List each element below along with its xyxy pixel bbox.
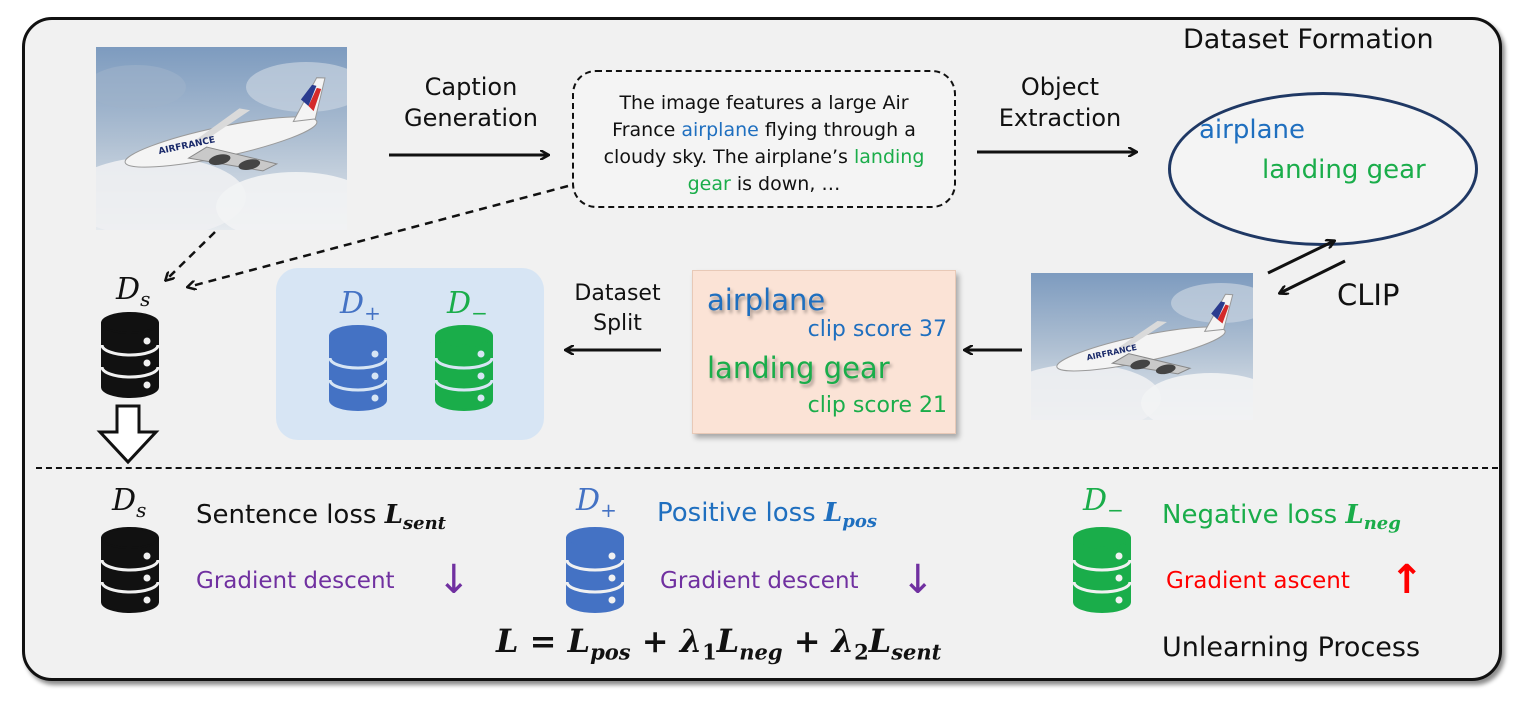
dataset-split-label: Dataset Split xyxy=(560,279,675,339)
formula-lambda2-sub: 2 xyxy=(854,639,869,665)
caption-part2: flying through a cloudy sky. The airplan… xyxy=(603,119,916,168)
formula-plus1: + λ xyxy=(630,622,703,660)
formula-sent-sub: sent xyxy=(891,639,942,665)
sentence-gradient-arrow: ↓ xyxy=(437,557,471,603)
positive-loss-text: Positive loss xyxy=(657,498,824,528)
negative-loss-sub: neg xyxy=(1363,513,1401,535)
dminus-label-top: D− xyxy=(447,286,488,325)
airplane-photo-bottom: AIRFRANCE xyxy=(1031,273,1253,420)
formula-neg-sub: neg xyxy=(739,639,783,665)
ds-label-bottom: Ds xyxy=(112,483,146,522)
caption-generation-line1: Caption xyxy=(424,73,518,101)
caption-generation-label: Caption Generation xyxy=(396,72,546,134)
ds-label-top: Ds xyxy=(116,272,150,311)
dminus-label-bottom-base: D xyxy=(1083,483,1108,518)
dminus-label-top-base: D xyxy=(447,286,472,321)
formula-pos-sub: pos xyxy=(590,639,631,665)
caption-object-landing-gear: landing gear xyxy=(687,146,925,195)
formula-lhs: L = L xyxy=(496,622,591,660)
positive-loss-label: Positive loss Lpos xyxy=(657,498,877,532)
dplus-label-bottom-sub: + xyxy=(600,498,617,522)
section-divider xyxy=(36,467,1498,469)
negative-gradient-arrow: ↑ xyxy=(1390,557,1424,603)
sentence-loss-sub: sent xyxy=(402,513,446,535)
positive-loss-symbol: L xyxy=(823,498,843,528)
positive-loss-sub: pos xyxy=(842,511,877,533)
caption-object-airplane: airplane xyxy=(681,119,759,141)
unlearning-process-title: Unlearning Process xyxy=(1162,632,1421,663)
dataset-split-line1: Dataset xyxy=(574,281,661,306)
object-extraction-label: Object Extraction xyxy=(980,72,1140,134)
object-airplane: airplane xyxy=(1199,115,1305,145)
dplus-label-bottom: D+ xyxy=(576,483,617,522)
negative-loss-label: Negative loss Lneg xyxy=(1162,500,1401,534)
dminus-label-top-sub: − xyxy=(471,301,488,325)
score-value-landing-gear: clip score 21 xyxy=(807,393,947,418)
clip-label: CLIP xyxy=(1337,278,1400,312)
positive-gradient-label: Gradient descent xyxy=(660,568,859,594)
dataset-split-line2: Split xyxy=(593,311,642,336)
score-object-airplane: airplane xyxy=(707,283,826,317)
sentence-loss-symbol: L xyxy=(384,500,403,530)
airplane-photo-top: AIRFRANCE xyxy=(96,47,347,230)
formula-lambda1-sub: 1 xyxy=(702,639,717,665)
ds-label-bottom-sub: s xyxy=(136,498,147,522)
dataset-split-panel xyxy=(276,268,544,440)
ds-label-bottom-base: D xyxy=(112,483,137,518)
caption-box: The image features a large Air France ai… xyxy=(572,70,956,208)
negative-loss-symbol: L xyxy=(1345,500,1364,530)
dminus-label-bottom: D− xyxy=(1083,483,1124,522)
formula-lsent: L xyxy=(868,622,892,660)
dplus-label-bottom-base: D xyxy=(576,483,601,518)
dataset-formation-title: Dataset Formation xyxy=(1183,24,1434,55)
sentence-loss-text: Sentence loss xyxy=(196,500,385,530)
ds-label-top-sub: s xyxy=(140,287,151,311)
dplus-label-top-sub: + xyxy=(364,301,381,325)
negative-loss-text: Negative loss xyxy=(1162,500,1346,530)
dplus-label-top-base: D xyxy=(340,286,365,321)
negative-gradient-label: Gradient ascent xyxy=(1166,568,1350,594)
positive-gradient-arrow: ↓ xyxy=(901,557,935,603)
object-extraction-line1: Object xyxy=(1020,73,1100,101)
caption-text: The image features a large Air France ai… xyxy=(574,90,954,198)
formula-plus2: + λ xyxy=(782,622,855,660)
dminus-label-bottom-sub: − xyxy=(1107,498,1124,522)
total-loss-formula: L = Lpos + λ1Lneg + λ2Lsent xyxy=(496,622,941,664)
object-landing-gear: landing gear xyxy=(1262,155,1426,185)
sentence-loss-label: Sentence loss Lsent xyxy=(196,500,446,534)
caption-part1: The image features a large Air France xyxy=(612,92,909,141)
caption-part3: is down, … xyxy=(730,173,841,195)
dplus-label-top: D+ xyxy=(340,286,381,325)
object-extraction-line2: Extraction xyxy=(998,104,1122,132)
score-object-landing-gear: landing gear xyxy=(707,351,890,385)
sentence-gradient-label: Gradient descent xyxy=(196,568,395,594)
formula-lneg: L xyxy=(716,622,740,660)
score-value-airplane: clip score 37 xyxy=(807,317,947,342)
caption-generation-line2: Generation xyxy=(404,104,538,132)
clip-score-panel: airplane clip score 37 landing gear clip… xyxy=(692,270,956,434)
ds-label-top-base: D xyxy=(116,272,141,307)
